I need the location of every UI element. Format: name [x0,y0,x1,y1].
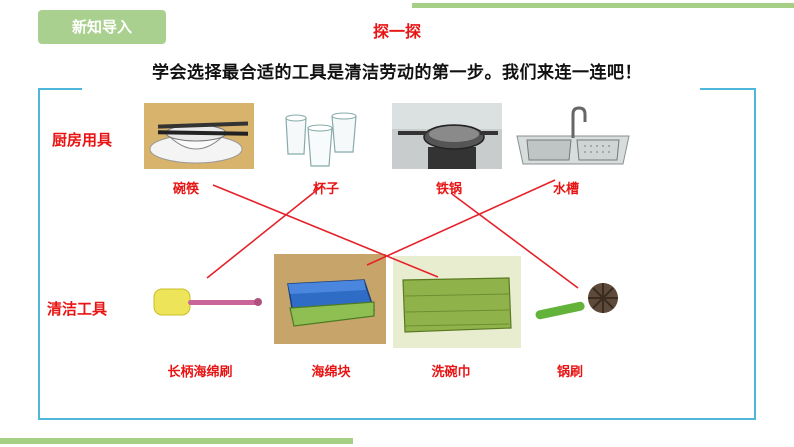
kitchen-item-label: 铁锅 [435,182,462,197]
cleaning-item-label: 长柄海绵刷 [167,365,233,380]
kitchen-item-label: 杯子 [312,182,339,197]
top-decor-line [412,3,794,8]
match-line-wok-to-potbrush [451,193,579,289]
cleaning-category-label: 清洁工具 [47,298,108,319]
cleaning-item-label: 洗碗巾 [431,365,471,380]
section-tag: 新知导入 [38,10,166,44]
dish-cloth-picture [393,256,521,348]
cups-picture [285,112,357,167]
bowl-chopsticks-picture [144,103,254,169]
bottom-decor-line [0,438,353,444]
sink-picture [516,106,630,165]
kitchen-item-label: 碗筷 [172,182,199,197]
frame-top-right-segment [700,88,754,90]
wok-picture [392,103,502,169]
match-line-bowl-to-cloth [212,184,439,278]
frame-top-left-segment [38,88,82,90]
long-handle-sponge-brush-picture [153,288,262,316]
content-frame [38,88,756,420]
match-line-cup-to-longbrush [206,185,323,279]
kitchen-category-label: 厨房用具 [52,129,113,150]
activity-heading: 探一探 [372,22,421,41]
cleaning-item-label: 海绵块 [311,365,351,380]
pot-brush-picture [535,283,618,320]
sponge-block-picture [274,254,386,344]
cleaning-item-label: 锅刷 [556,365,583,380]
activity-instruction: 学会选择最合适的工具是清洁劳动的第一步。我们来连一连吧！ [152,63,642,83]
kitchen-item-label: 水槽 [552,182,579,197]
match-line-sink-to-sponge [366,179,556,266]
